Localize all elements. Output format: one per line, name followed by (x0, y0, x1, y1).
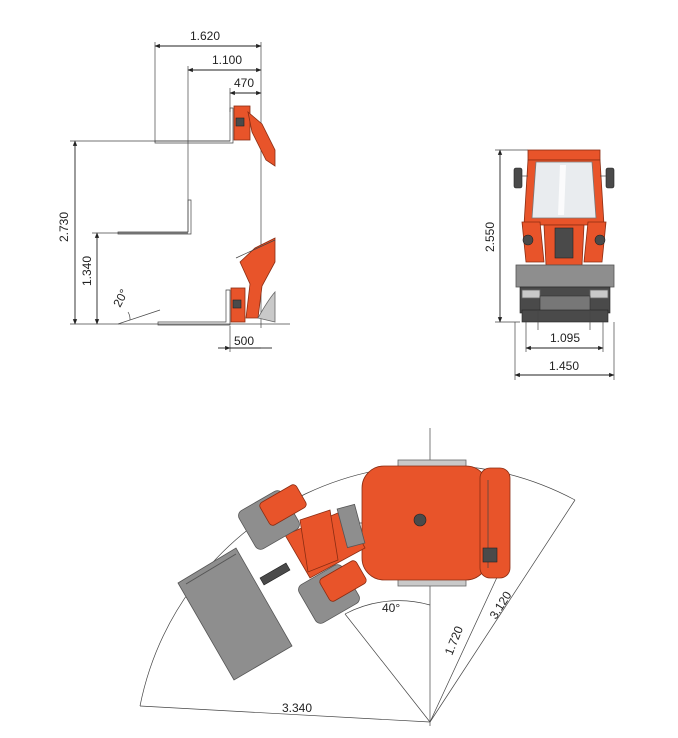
top-machine (177, 459, 511, 681)
dim-1095: 1.095 (550, 331, 580, 345)
dim-1100: 1.100 (212, 53, 242, 67)
dim-500: 500 (234, 334, 254, 348)
dim-2550: 2.550 (483, 222, 497, 252)
loader-arm-lowered (230, 237, 276, 323)
dim-470: 470 (234, 76, 254, 90)
loader-arm-raised (233, 105, 276, 167)
dim-2730: 2.730 (57, 212, 71, 242)
dim-1620: 1.620 (190, 29, 220, 43)
dim-3340: 3.340 (282, 701, 312, 715)
front-view: 2.550 (483, 149, 615, 380)
dim-1450: 1.450 (549, 359, 579, 373)
angle-40: 40° (382, 601, 400, 615)
radius-3120: 3.120 (487, 588, 515, 621)
front-machine (513, 149, 615, 330)
dim-1340: 1.340 (80, 256, 94, 286)
side-view: 1.620 1.100 470 2.730 1.340 (57, 29, 290, 352)
angle-20: 20° (110, 287, 131, 310)
top-view: 40° 1.720 3.120 3.340 (139, 428, 576, 726)
